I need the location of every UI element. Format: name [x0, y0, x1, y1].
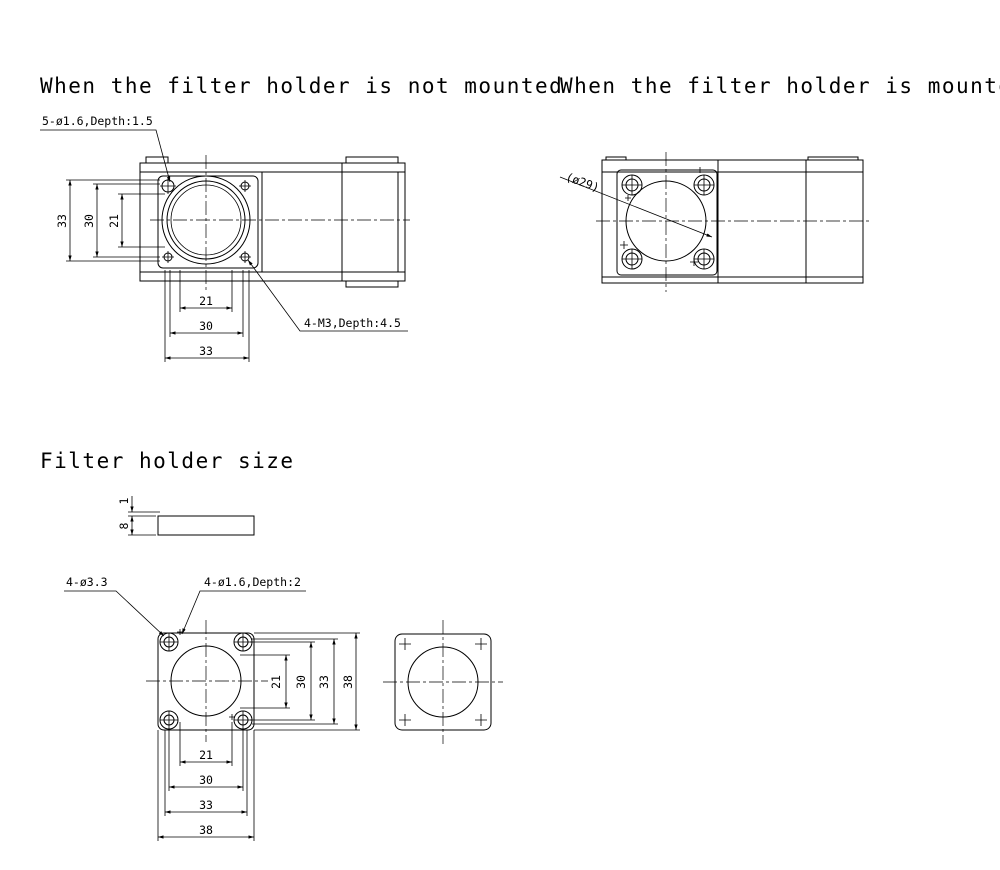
dim-holder-h-21: 21	[199, 748, 213, 762]
callout-holes-4: 4-ø1.6,Depth:2	[204, 575, 301, 589]
dim-holder-v-21: 21	[269, 675, 283, 689]
title-not-mounted: When the filter holder is not mounted	[40, 74, 563, 98]
dim-holder-h-33: 33	[199, 798, 213, 812]
dim-v-33: 33	[55, 214, 69, 228]
dim-side-8: 8	[117, 522, 131, 529]
dim-holder-v-38: 38	[341, 675, 355, 689]
dim-holder-v-30: 30	[294, 675, 308, 689]
view-not-mounted: 33 30 21 21 30 33 5-ø1.6,Depth:1.5 4-M3,…	[40, 114, 410, 362]
view-holder-side: 1 8	[117, 496, 255, 536]
dim-h-33: 33	[199, 344, 213, 358]
dim-v-21: 21	[107, 214, 121, 228]
view-holder-plain	[383, 620, 503, 744]
title-mounted: When the filter holder is mounted	[560, 74, 1000, 98]
view-mounted: (ø29)	[559, 152, 872, 292]
callout-m3: 4-M3,Depth:4.5	[304, 316, 401, 330]
dim-side-1: 1	[117, 497, 131, 504]
callout-dia-3-3: 4-ø3.3	[66, 575, 108, 589]
dim-holder-h-38: 38	[199, 823, 213, 837]
title-holder-size: Filter holder size	[40, 449, 295, 473]
dim-h-21: 21	[199, 294, 213, 308]
view-holder-front: 21 30 33 38 21 30 33 38 4-ø3.3 4-ø1.6,De…	[64, 575, 360, 841]
dim-holder-h-30: 30	[199, 773, 213, 787]
dim-h-30: 30	[199, 319, 213, 333]
callout-holes-5: 5-ø1.6,Depth:1.5	[42, 114, 153, 128]
dim-v-30: 30	[82, 214, 96, 228]
dim-holder-v-33: 33	[317, 675, 331, 689]
